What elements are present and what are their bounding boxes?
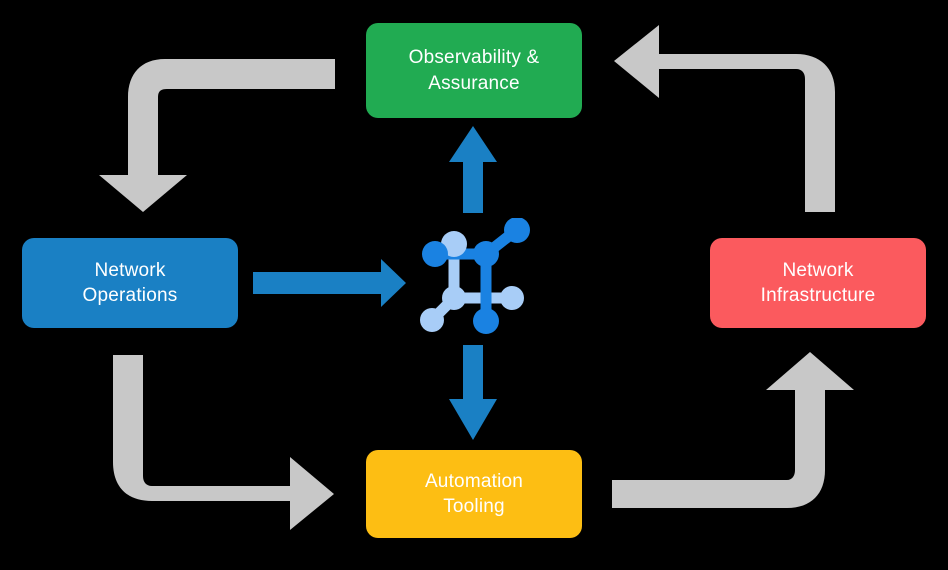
network-topology-icon [420,218,530,334]
node-automation-tooling[interactable]: Automation Tooling [366,450,582,538]
gray-arrow-automation-to-infrastructure [612,352,854,508]
blue-arrow-center-to-observability [449,126,497,213]
gray-arrow-operations-to-automation [113,355,334,530]
gray-arrow-infrastructure-to-observability [614,25,835,212]
node-network-operations[interactable]: Network Operations [22,238,238,328]
topology-primary-nodes [422,218,530,334]
node-observability-assurance[interactable]: Observability & Assurance [366,23,582,118]
gray-arrow-observability-to-operations [99,59,335,212]
blue-arrow-center-to-automation [449,345,497,440]
blue-arrow-operations-to-center [253,259,406,307]
node-network-infrastructure[interactable]: Network Infrastructure [710,238,926,328]
